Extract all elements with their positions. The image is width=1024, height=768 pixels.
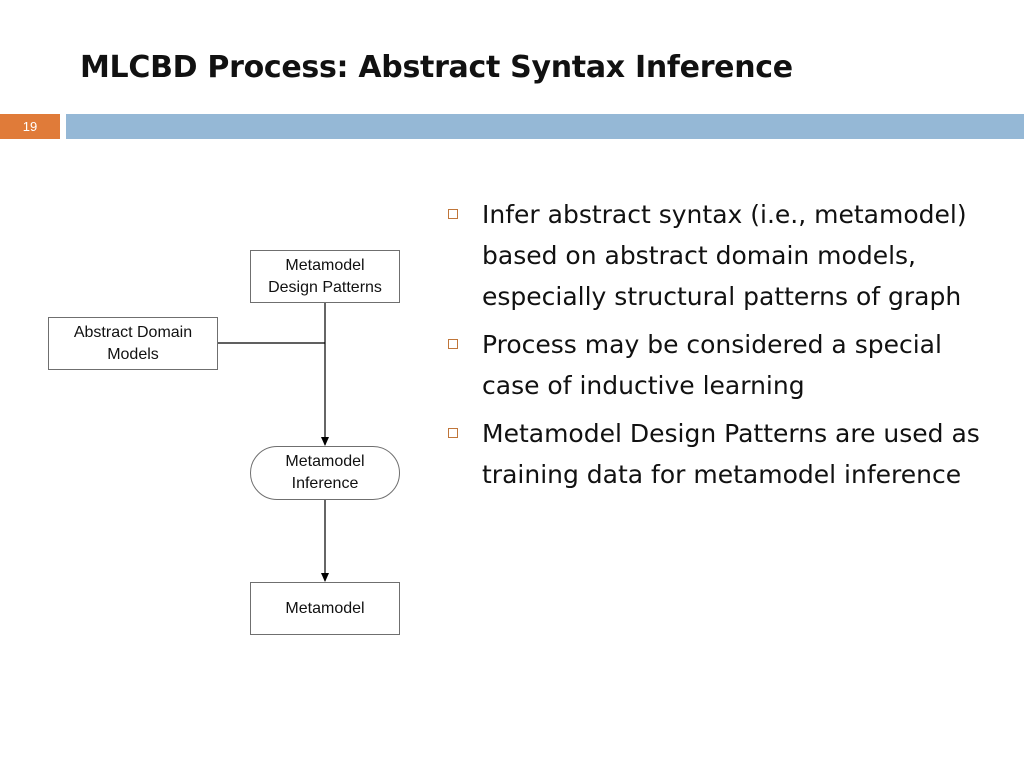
bullet-text: Metamodel Design Patterns are used as tr… [482,419,980,489]
metamodel-inference-box: Metamodel Inference [250,446,400,500]
metamodel-output-box: Metamodel [250,582,400,635]
abstract-domain-models-label: Abstract Domain Models [73,323,193,363]
square-bullet-icon [448,209,458,219]
bullet-text: Process may be considered a special case… [482,330,942,400]
bullet-item: Infer abstract syntax (i.e., metamodel) … [446,194,986,317]
metamodel-output-label: Metamodel [285,599,365,617]
bullet-item: Metamodel Design Patterns are used as tr… [446,413,986,495]
slide-title: MLCBD Process: Abstract Syntax Inference [80,50,793,85]
abstract-domain-models-box: Abstract Domain Models [48,317,218,370]
bullet-item: Process may be considered a special case… [446,324,986,406]
title-accent-bar [66,114,1024,139]
square-bullet-icon [448,339,458,349]
metamodel-design-patterns-label: Metamodel Design Patterns [268,256,382,296]
square-bullet-icon [448,428,458,438]
bullet-text: Infer abstract syntax (i.e., metamodel) … [482,200,967,311]
slide-number-badge: 19 [0,114,60,139]
metamodel-design-patterns-box: Metamodel Design Patterns [250,250,400,303]
metamodel-inference-label: Metamodel Inference [285,453,365,492]
bullet-list: Infer abstract syntax (i.e., metamodel) … [446,194,986,502]
